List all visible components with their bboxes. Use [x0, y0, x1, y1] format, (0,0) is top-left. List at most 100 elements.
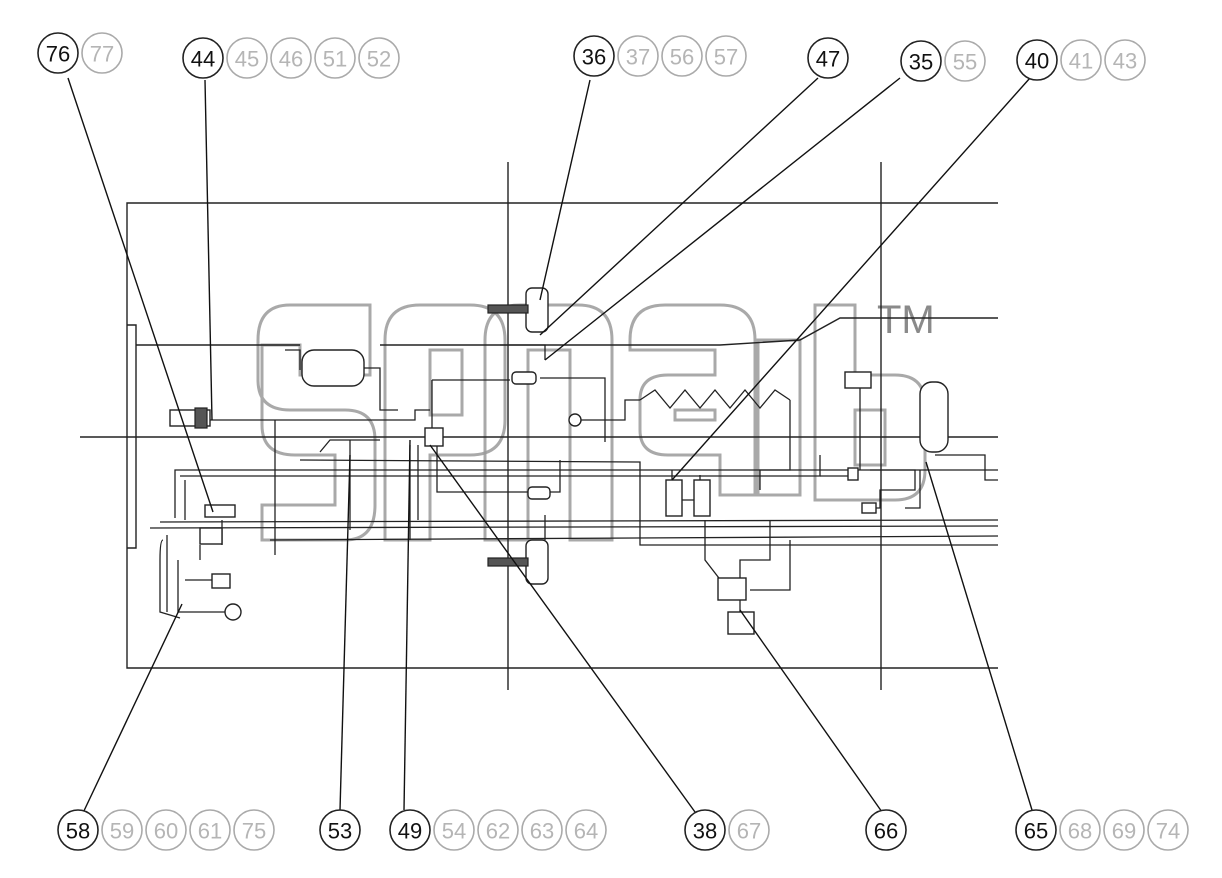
control-block	[199, 527, 223, 545]
callout-circle	[57, 809, 99, 851]
callout-group: 38 67	[684, 809, 770, 851]
watermark-trademark: TM	[877, 298, 935, 342]
callout-number: 76	[46, 42, 70, 67]
watermark-letter-p	[383, 303, 507, 542]
callout-circle	[226, 37, 268, 79]
callout-number: 45	[235, 47, 259, 72]
callout-circle	[433, 809, 475, 851]
small-cylinder	[211, 573, 231, 589]
watermark-letter-a	[628, 303, 757, 497]
callout-number: 65	[1024, 819, 1048, 844]
callout-bubble: 53	[319, 809, 361, 851]
callout-bubble: 57	[705, 35, 747, 77]
callout-group: 44 45 46 51 52	[182, 37, 400, 79]
callout-group: 53	[319, 809, 361, 851]
callout-circle	[101, 809, 143, 851]
gauge	[224, 603, 242, 621]
callout-circle	[145, 809, 187, 851]
callout-bubble: 61	[189, 809, 231, 851]
callout-circle	[617, 35, 659, 77]
callout-bubble: 77	[81, 32, 123, 74]
callout-number: 52	[367, 47, 391, 72]
callout-number: 58	[66, 819, 90, 844]
leader-lines	[67, 77, 1033, 816]
side-valve	[204, 504, 236, 518]
callout-number: 38	[693, 819, 717, 844]
watermark-letter-i	[756, 338, 802, 497]
components	[169, 287, 949, 635]
callout-bubble: 46	[270, 37, 312, 79]
callout-bubble: 62	[477, 809, 519, 851]
dryer-left	[665, 479, 683, 517]
callout-circle	[705, 35, 747, 77]
callout-circle	[1103, 809, 1145, 851]
callout-bubble: 44	[182, 37, 224, 79]
brake-chamber-top-rod	[487, 304, 529, 314]
governor	[717, 577, 747, 601]
callout-circle	[521, 809, 563, 851]
callout-circle	[900, 40, 942, 82]
callout-circle	[1147, 809, 1189, 851]
callout-bubble: 45	[226, 37, 268, 79]
callout-circle	[182, 37, 224, 79]
callout-bubble: 67	[728, 809, 770, 851]
callout-bubble: 51	[314, 37, 356, 79]
callout-number: 68	[1068, 819, 1092, 844]
callout-number: 74	[1156, 819, 1180, 844]
compressor	[727, 611, 755, 635]
callout-number: 51	[323, 47, 347, 72]
callout-bubble: 74	[1147, 809, 1189, 851]
callout-bubble: 40	[1016, 39, 1058, 81]
callout-bubble: 43	[1104, 39, 1146, 81]
callout-bubble: 52	[358, 37, 400, 79]
callout-bubble: 55	[944, 40, 986, 82]
reservoir-tall	[919, 381, 949, 453]
callout-circle	[565, 809, 607, 851]
callout-circle	[189, 809, 231, 851]
relay-valve	[424, 427, 444, 447]
valve-cluster-right	[844, 371, 872, 389]
callout-number: 69	[1112, 819, 1136, 844]
cooling-coil	[639, 388, 791, 410]
callout-bubble: 63	[521, 809, 563, 851]
callout-bubble: 69	[1103, 809, 1145, 851]
callout-group: 65 68 69 74	[1015, 809, 1189, 851]
pressure-switch	[568, 413, 582, 427]
callout-number: 66	[874, 819, 898, 844]
callout-number: 41	[1069, 49, 1093, 74]
valve-lower-right	[861, 502, 877, 514]
callout-circle	[314, 37, 356, 79]
callout-bubble: 60	[145, 809, 187, 851]
callout-bubble: 38	[684, 809, 726, 851]
callout-circle	[81, 32, 123, 74]
callout-number: 63	[530, 819, 554, 844]
callout-number: 40	[1025, 49, 1049, 74]
callout-circle	[1104, 39, 1146, 81]
callout-bubble: 76	[37, 32, 79, 74]
dryer-right	[693, 479, 711, 517]
callout-circle	[1060, 39, 1102, 81]
piping	[149, 344, 999, 619]
callout-bubble: 75	[233, 809, 275, 851]
callout-group: 40 41 43	[1016, 39, 1146, 81]
callout-bubble: 35	[900, 40, 942, 82]
brake-chamber-bottom-rod	[487, 557, 529, 567]
callout-circle	[573, 35, 615, 77]
callout-number: 62	[486, 819, 510, 844]
callout-bubble: 37	[617, 35, 659, 77]
callout-group: 47	[807, 37, 849, 79]
brake-chamber-bottom-body	[525, 539, 549, 585]
filter-upper	[511, 371, 537, 385]
callout-group: 76 77	[37, 32, 123, 74]
callout-circle	[807, 37, 849, 79]
callout-number: 54	[442, 819, 466, 844]
callout-bubble: 66	[865, 809, 907, 851]
callout-number: 44	[191, 47, 215, 72]
callout-bubble: 64	[565, 809, 607, 851]
callout-number: 75	[242, 819, 266, 844]
callout-circle	[661, 35, 703, 77]
